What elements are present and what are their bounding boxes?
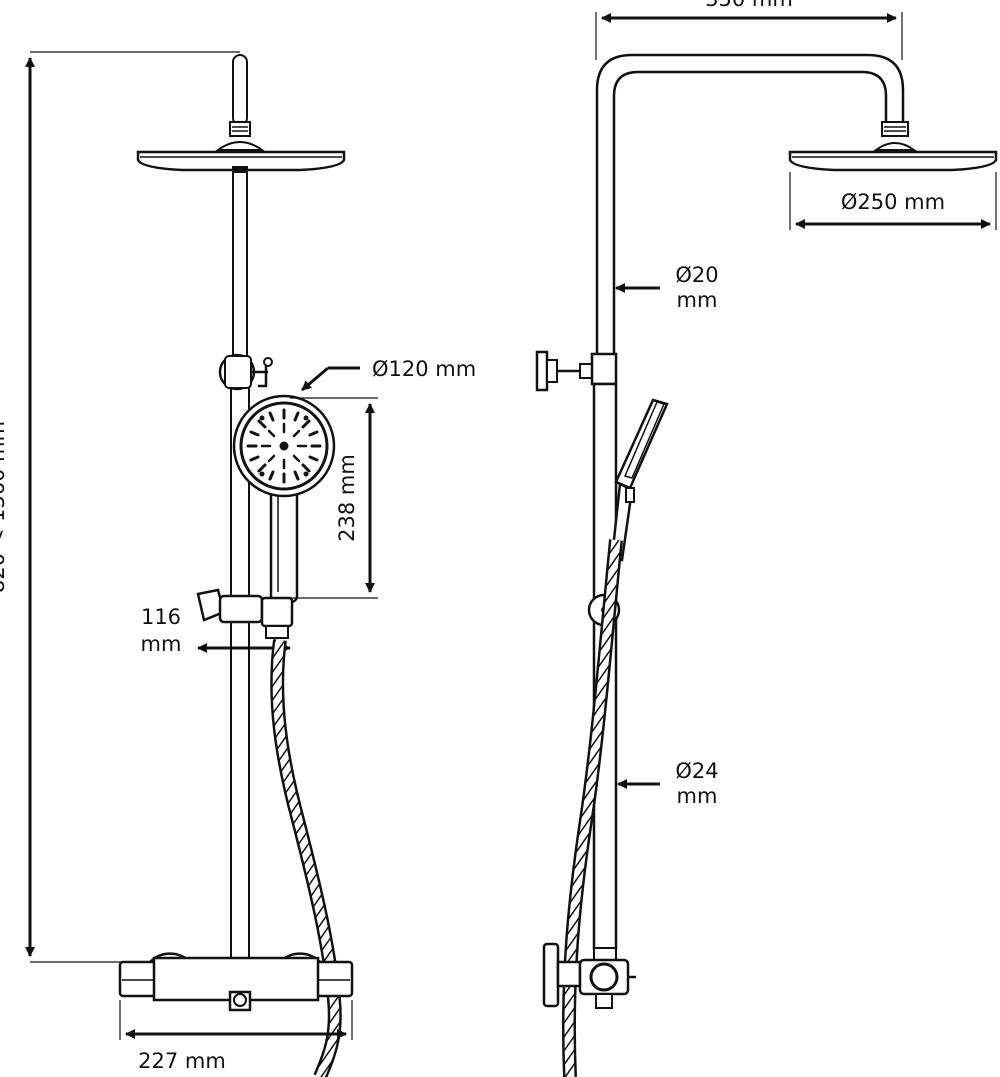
arm-length-dimension: 350 mm bbox=[595, 0, 903, 60]
front-thermostatic-mixer bbox=[118, 952, 354, 1012]
front-riser-pipe bbox=[230, 171, 250, 961]
handshower-height-dimension: 238 mm bbox=[290, 397, 378, 599]
handshower-height-label: 238 mm bbox=[335, 454, 359, 542]
lower-pipe-callout: Ø24 mm bbox=[617, 759, 719, 808]
front-overhead-arm bbox=[214, 54, 266, 151]
side-overhead-arm bbox=[595, 53, 918, 360]
upper-pipe-callout: Ø20 mm bbox=[615, 263, 719, 312]
mixer-width-dimension: 227 mm bbox=[119, 1000, 353, 1073]
arm-length-label: 350 mm bbox=[705, 0, 793, 11]
side-rain-head bbox=[788, 150, 998, 172]
upper-pipe-unit: mm bbox=[677, 288, 718, 312]
handshower-diameter-dimension: Ø120 mm bbox=[301, 357, 476, 392]
spray-nozzles bbox=[246, 408, 322, 484]
side-thermostatic-mixer bbox=[542, 942, 636, 1009]
lower-pipe-unit: mm bbox=[677, 784, 718, 808]
upper-pipe-value: Ø20 bbox=[675, 263, 718, 287]
side-height-clamp bbox=[535, 350, 618, 392]
head-diameter-label: Ø250 mm bbox=[841, 190, 945, 214]
total-height-dimension: 820 < 1360 mm bbox=[0, 51, 240, 963]
front-height-clamp bbox=[218, 353, 273, 391]
holder-offset-unit: mm bbox=[141, 632, 182, 656]
handshower-diameter-label: Ø120 mm bbox=[372, 357, 476, 381]
lower-pipe-value: Ø24 bbox=[675, 759, 718, 783]
front-slide-holder bbox=[196, 588, 294, 639]
total-height-label: 820 < 1360 mm bbox=[0, 421, 9, 593]
front-hand-shower bbox=[232, 394, 336, 604]
holder-offset-dimension: 116 mm bbox=[141, 605, 291, 656]
side-view: 350 mm Ø250 mm Ø20 mm bbox=[535, 0, 998, 1077]
head-diameter-dimension: Ø250 mm bbox=[789, 172, 997, 230]
front-rain-head bbox=[136, 150, 346, 174]
mixer-width-label: 227 mm bbox=[138, 1049, 226, 1073]
front-view: 820 < 1360 mm bbox=[0, 51, 476, 1077]
side-hand-shower bbox=[610, 398, 669, 562]
holder-offset-value: 116 bbox=[141, 605, 181, 629]
